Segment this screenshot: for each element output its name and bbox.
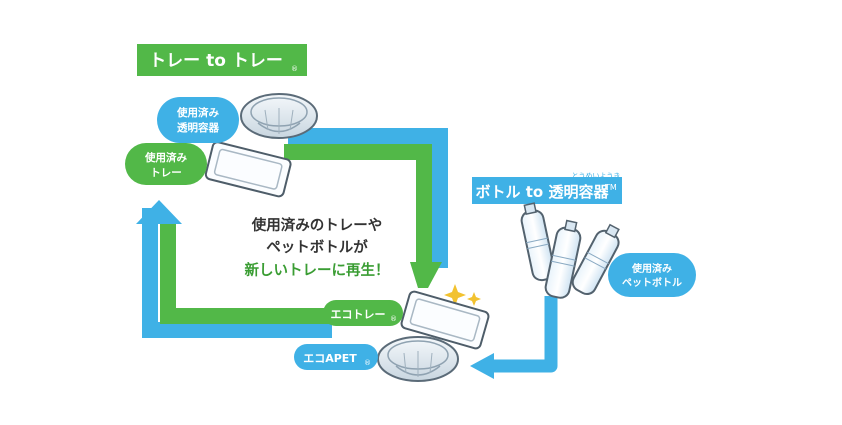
banner-tray-mark: ® [291, 65, 298, 73]
banner-bottle-to-container: とうめいようき ボトル to 透明容器 TM [472, 172, 622, 204]
blue-loop-top [288, 128, 448, 268]
banner-bottle-mark: TM [604, 183, 617, 192]
bubble-used-tray-line2: トレー [150, 167, 182, 179]
green-loop-top [284, 144, 432, 262]
bubble-eco-tray-mark: ® [390, 315, 397, 323]
center-line-1: 使用済みのトレーや [251, 216, 383, 234]
white-tray-icon [204, 141, 292, 198]
bubble-eco-tray-text: エコトレー [331, 308, 386, 321]
bubble-used-bottle: 使用済み ペットボトル [608, 253, 696, 297]
banner-bottle-ruby: とうめいようき [572, 172, 621, 180]
green-loop-left [160, 220, 332, 324]
center-line-2: ペットボトルが [266, 238, 368, 256]
bubble-used-tray-line1: 使用済み [144, 151, 187, 164]
bubble-eco-apet-mark: ® [364, 359, 371, 367]
blue-up-arrowhead [136, 200, 182, 224]
blue-loop-left [142, 208, 332, 338]
banner-bottle-text: ボトル to 透明容器 [476, 183, 610, 201]
green-down-arrowhead [410, 262, 442, 288]
pet-bottles-icon [520, 202, 620, 299]
eco-tray-icon [400, 290, 490, 350]
loop-arrows [136, 128, 558, 379]
bubble-eco-apet-text: エコAPET [303, 352, 357, 365]
center-message: 使用済みのトレーや ペットボトルが 新しいトレーに再生！ [245, 216, 390, 279]
bubble-used-tray: 使用済み トレー [125, 143, 207, 185]
banner-tray-text: トレー to トレー [149, 51, 283, 71]
clear-bowl-icon [240, 93, 318, 139]
blue-left-arrowhead [470, 353, 494, 379]
bubble-used-container-line1: 使用済み [176, 106, 219, 119]
center-line-3: 新しいトレーに再生！ [245, 261, 390, 279]
bubble-used-container-line2: 透明容器 [177, 121, 219, 134]
eco-bowl-icon [377, 336, 459, 382]
bubble-eco-apet: エコAPET ® [294, 344, 378, 370]
bubble-used-container: 使用済み 透明容器 [157, 97, 239, 143]
bubble-used-bottle-line1: 使用済み [631, 262, 672, 275]
sparkle-icon [444, 284, 481, 306]
blue-return-path [490, 296, 558, 373]
bubble-used-bottle-line2: ペットボトル [622, 276, 682, 289]
banner-tray-to-tray: トレー to トレー ® [137, 44, 307, 76]
bubble-eco-tray: エコトレー ® [323, 300, 403, 326]
